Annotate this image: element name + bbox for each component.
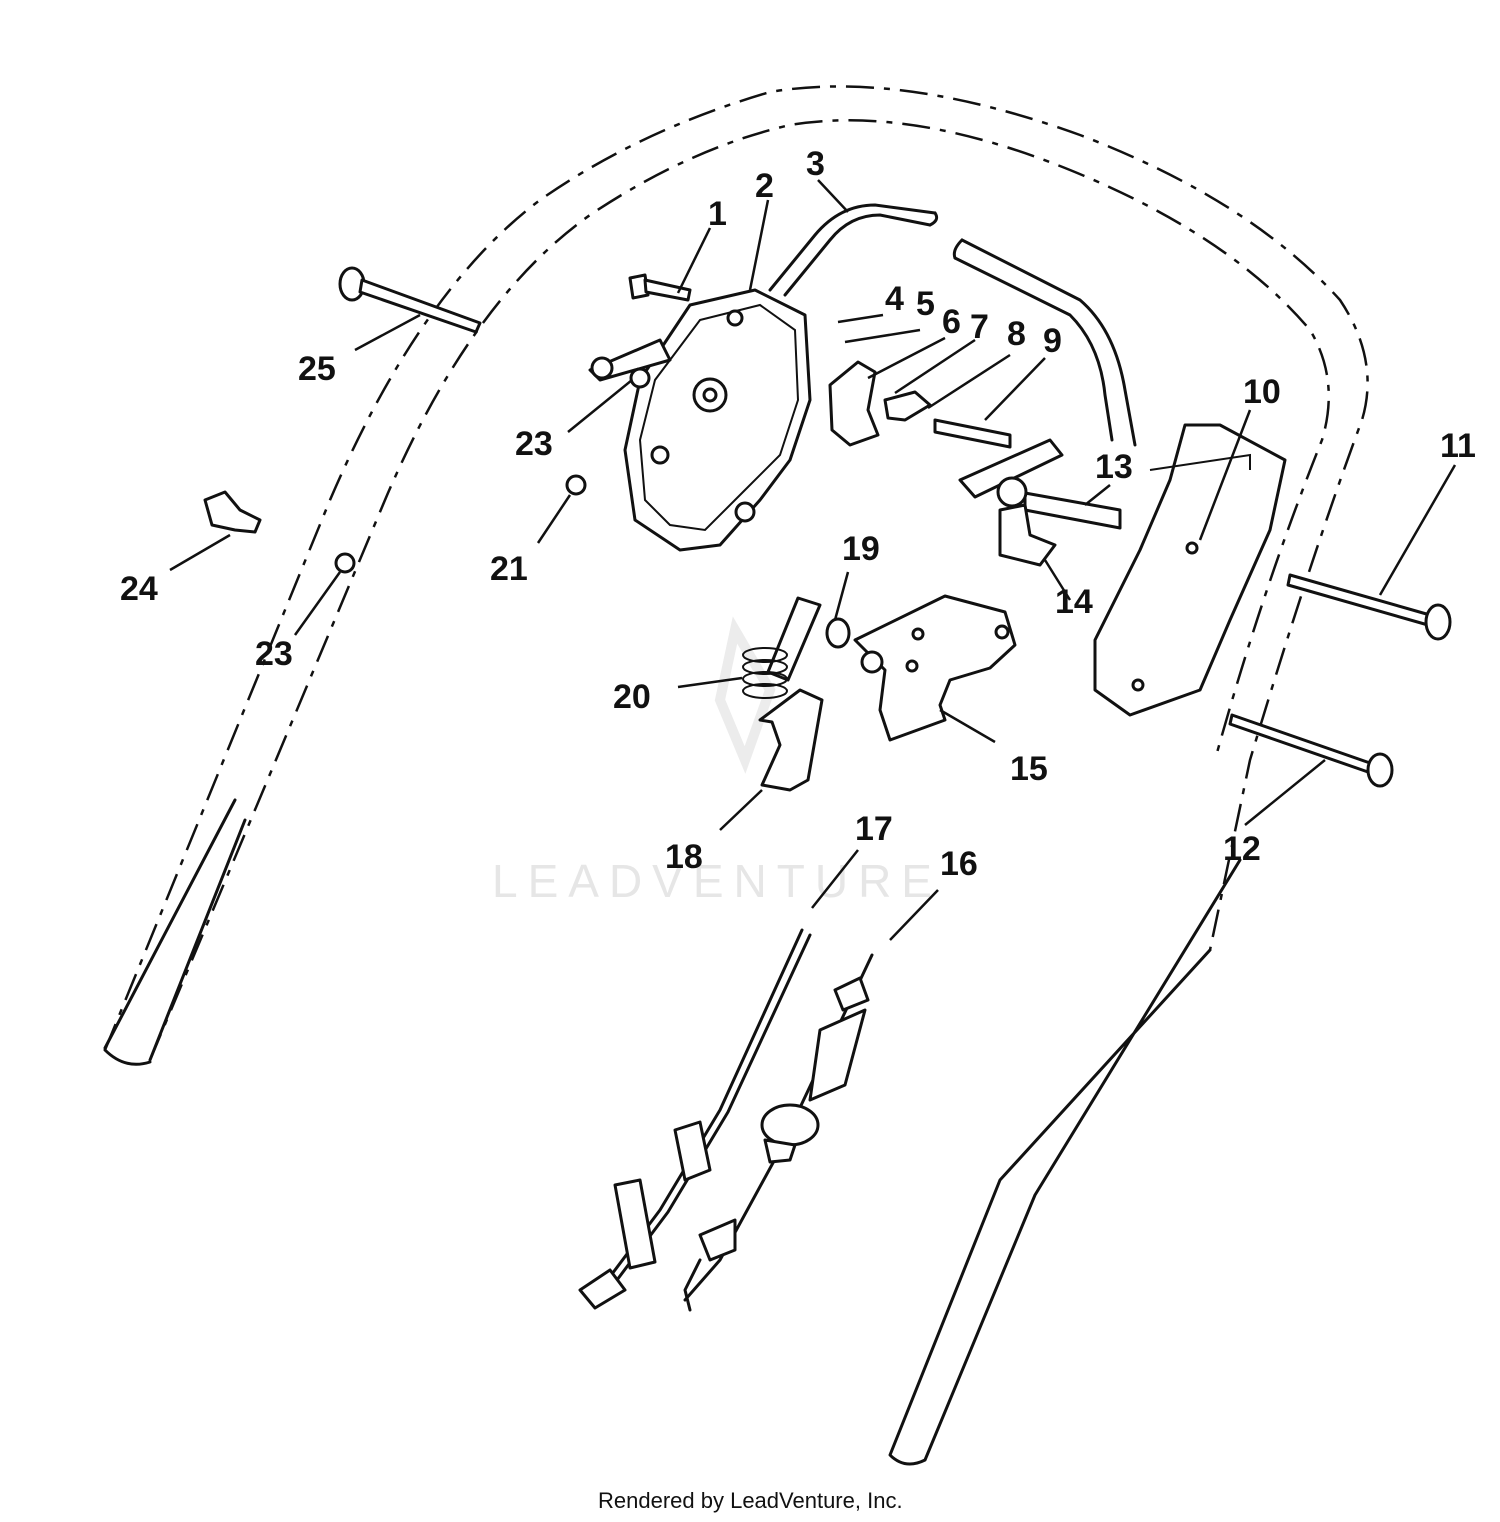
callout-12: 12 bbox=[1223, 830, 1261, 868]
callout-20: 20 bbox=[613, 678, 651, 716]
footer-credit: Rendered by LeadVenture, Inc. bbox=[598, 1488, 903, 1513]
cables bbox=[578, 928, 874, 1312]
control-housing bbox=[588, 288, 812, 552]
callout-14: 14 bbox=[1055, 583, 1093, 621]
cover bbox=[1093, 423, 1287, 717]
callout-16: 16 bbox=[940, 845, 978, 883]
callout-6: 6 bbox=[942, 303, 961, 341]
callout-11: 11 bbox=[1440, 427, 1476, 465]
callout-8: 8 bbox=[1007, 315, 1026, 353]
bolts bbox=[338, 266, 1452, 788]
callout-18: 18 bbox=[665, 838, 703, 876]
callout-23-upper: 23 bbox=[515, 425, 553, 463]
callout-17: 17 bbox=[855, 810, 893, 848]
callout-9: 9 bbox=[1043, 322, 1062, 360]
callout-19: 19 bbox=[842, 530, 880, 568]
callout-21: 21 bbox=[490, 550, 528, 588]
callout-10: 10 bbox=[1243, 373, 1281, 411]
callout-13: 13 bbox=[1095, 448, 1133, 486]
callouts: 1 2 3 4 5 6 7 8 9 10 11 12 13 14 15 16 1… bbox=[120, 145, 1476, 883]
callout-25: 25 bbox=[298, 350, 336, 388]
callout-7: 7 bbox=[970, 308, 989, 346]
callout-5: 5 bbox=[916, 285, 935, 323]
callout-2: 2 bbox=[755, 167, 774, 205]
leader-lines bbox=[169, 179, 1457, 941]
callout-24: 24 bbox=[120, 570, 158, 608]
watermark: LEADVENTURE bbox=[492, 616, 942, 907]
watermark-text: LEADVENTURE bbox=[492, 855, 942, 907]
callout-3: 3 bbox=[806, 145, 825, 183]
callout-1: 1 bbox=[708, 195, 727, 233]
callout-4: 4 bbox=[885, 280, 904, 318]
bracket bbox=[853, 594, 1017, 742]
callout-23-lower: 23 bbox=[255, 635, 293, 673]
bail-bar bbox=[768, 203, 1137, 447]
small-parts bbox=[203, 360, 1064, 792]
handle-tube bbox=[103, 85, 1369, 1466]
callout-15: 15 bbox=[1010, 750, 1048, 788]
